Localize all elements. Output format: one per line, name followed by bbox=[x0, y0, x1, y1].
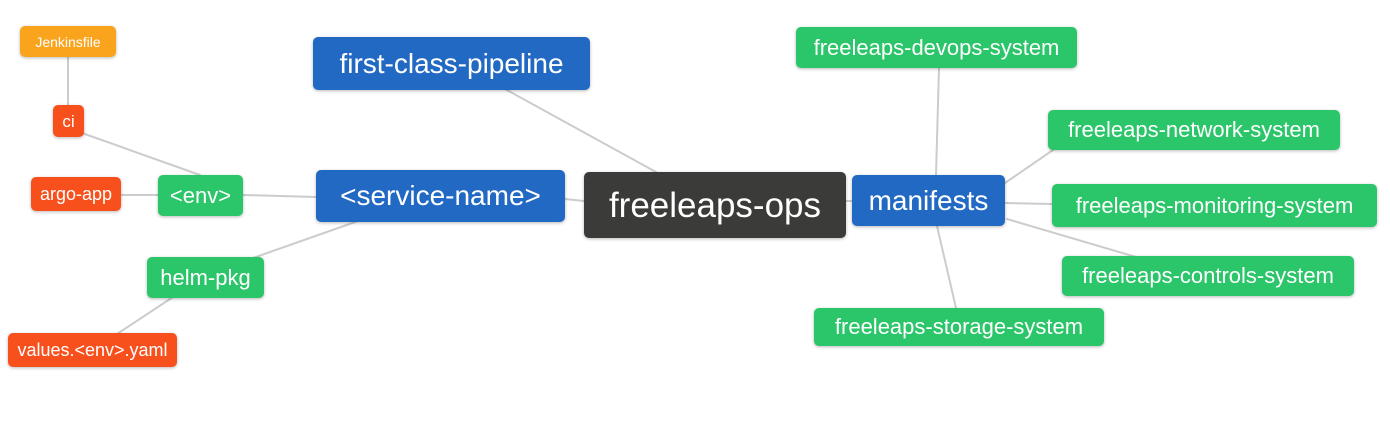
edge-service-name-helm-pkg bbox=[252, 220, 359, 259]
node-freeleaps-controls-system[interactable]: freeleaps-controls-system bbox=[1062, 256, 1354, 296]
node-env[interactable]: <env> bbox=[158, 175, 243, 216]
edge-env-service-name bbox=[242, 194, 317, 198]
edge-service-name-ops bbox=[564, 198, 585, 202]
node-manifests[interactable]: manifests bbox=[852, 175, 1005, 226]
node-freeleaps-devops-system[interactable]: freeleaps-devops-system bbox=[796, 27, 1077, 68]
node-service-name[interactable]: <service-name> bbox=[316, 170, 565, 222]
node-argo-app[interactable]: argo-app bbox=[31, 177, 121, 211]
edge-manifests-devops-system bbox=[935, 67, 940, 176]
node-jenkinsfile[interactable]: Jenkinsfile bbox=[20, 26, 116, 57]
node-freeleaps-monitoring-system[interactable]: freeleaps-monitoring-system bbox=[1052, 184, 1377, 227]
edge-helm-pkg-values-env-yaml bbox=[116, 296, 174, 335]
edge-first-class-pipeline-ops bbox=[504, 88, 657, 173]
node-ci[interactable]: ci bbox=[53, 105, 84, 137]
node-helm-pkg[interactable]: helm-pkg bbox=[147, 257, 264, 298]
edge-ci-env bbox=[81, 132, 201, 176]
node-values-env-yaml[interactable]: values.<env>.yaml bbox=[8, 333, 177, 367]
edge-manifests-controls-system bbox=[1006, 218, 1137, 258]
edge-manifests-network-system bbox=[1004, 149, 1054, 184]
node-freeleaps-ops-root[interactable]: freeleaps-ops bbox=[584, 172, 846, 238]
edge-manifests-monitoring-system bbox=[1004, 202, 1053, 205]
node-first-class-pipeline[interactable]: first-class-pipeline bbox=[313, 37, 590, 90]
edge-manifests-storage-system bbox=[936, 225, 957, 309]
node-freeleaps-storage-system[interactable]: freeleaps-storage-system bbox=[814, 308, 1104, 346]
node-freeleaps-network-system[interactable]: freeleaps-network-system bbox=[1048, 110, 1340, 150]
